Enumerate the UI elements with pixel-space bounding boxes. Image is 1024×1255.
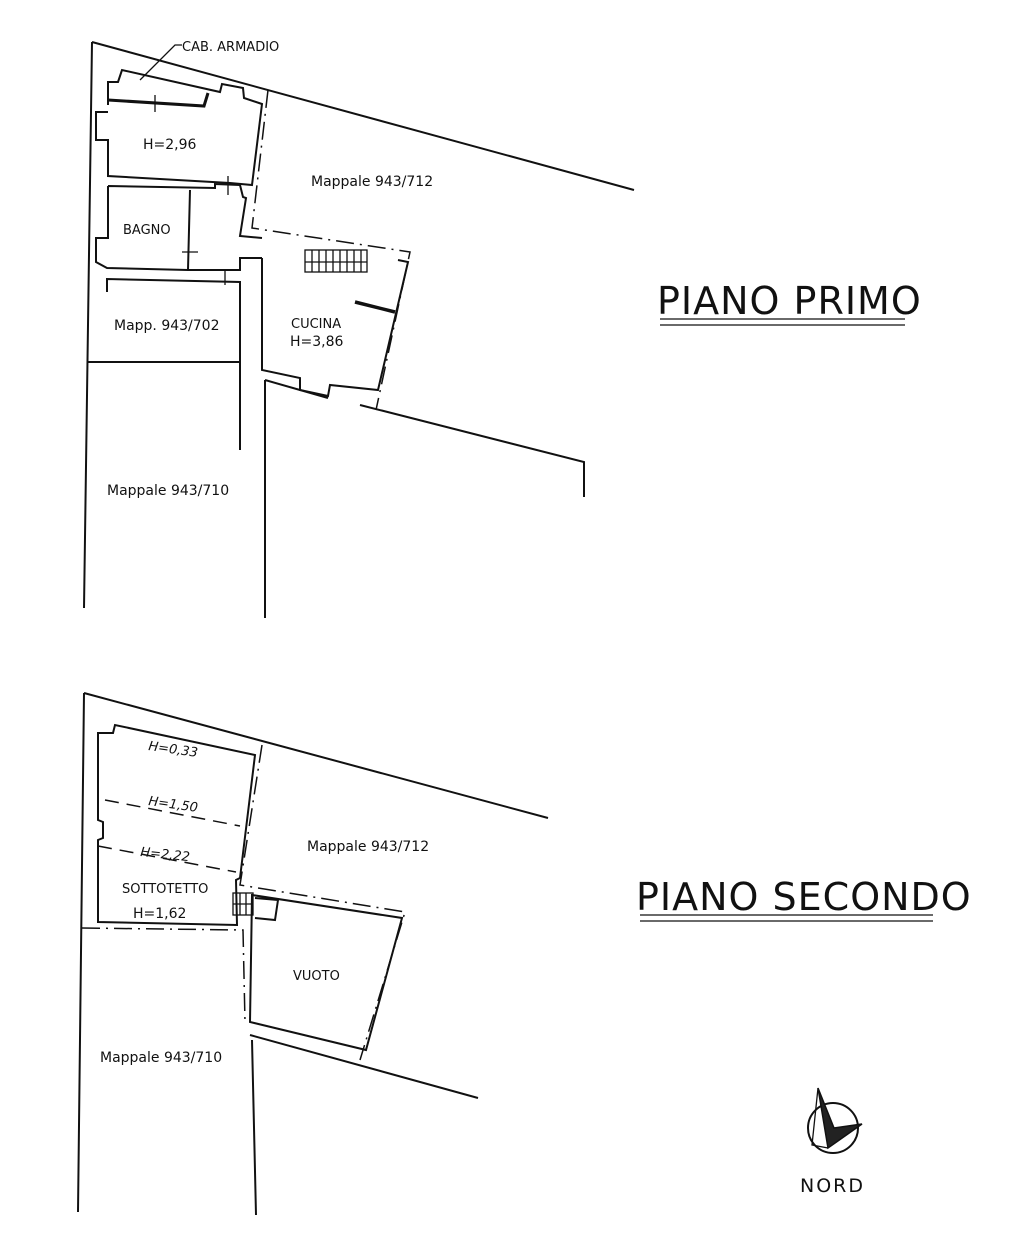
property-boundary <box>77 692 549 1213</box>
mapp-702-outline <box>88 277 241 450</box>
cabinet-wall <box>107 92 210 108</box>
stairs <box>304 249 368 273</box>
label-mappale-710: Mappale 943/710 <box>100 1050 222 1066</box>
property-boundary <box>83 41 635 609</box>
cucina-partition <box>354 300 396 314</box>
label-nord: NORD <box>800 1175 865 1197</box>
label-mappale-712: Mappale 943/712 <box>311 174 433 190</box>
room-h296-walls <box>95 68 264 187</box>
height-line-150 <box>104 799 241 827</box>
sottotetto-walls <box>97 723 257 927</box>
bagno-walls <box>95 182 263 271</box>
label-mapp-702: Mapp. 943/702 <box>114 318 220 334</box>
plan-piano-primo: CAB. ARMADIO H=2,96 BAGNO Mappale 943/71… <box>83 40 922 618</box>
stairs <box>232 892 254 916</box>
title-piano-primo: PIANO PRIMO <box>657 279 922 323</box>
label-cucina-height: H=3,86 <box>290 334 344 350</box>
right-boundary <box>264 379 585 618</box>
label-sottotetto: SOTTOTETTO <box>122 882 208 897</box>
right-boundary <box>249 1034 479 1216</box>
label-vuoto: VUOTO <box>293 969 340 984</box>
plan-piano-secondo: H=0,33 H=1,50 H=2,22 SOTTOTETTO H=1,62 M… <box>77 692 972 1216</box>
label-h-033: H=0,33 <box>147 739 198 761</box>
label-bagno: BAGNO <box>123 223 171 238</box>
label-mappale-712: Mappale 943/712 <box>307 839 429 855</box>
title-underline <box>660 318 905 326</box>
height-line-222 <box>97 845 237 873</box>
label-mappale-710: Mappale 943/710 <box>107 483 229 499</box>
label-cab-armadio: CAB. ARMADIO <box>182 40 279 55</box>
label-h-150: H=1,50 <box>147 794 198 816</box>
cab-leader <box>139 44 182 81</box>
vuoto-walls <box>248 893 404 1052</box>
label-cucina: CUCINA <box>291 317 341 332</box>
label-h-222: H=2,22 <box>140 845 191 865</box>
title-piano-secondo: PIANO SECONDO <box>636 875 972 919</box>
property-line <box>251 89 411 411</box>
north-arrow-icon <box>807 1087 863 1154</box>
title-underline <box>640 914 933 922</box>
label-h-162: H=1,62 <box>133 906 186 922</box>
label-room-height: H=2,96 <box>143 137 197 153</box>
property-line <box>81 744 406 1061</box>
